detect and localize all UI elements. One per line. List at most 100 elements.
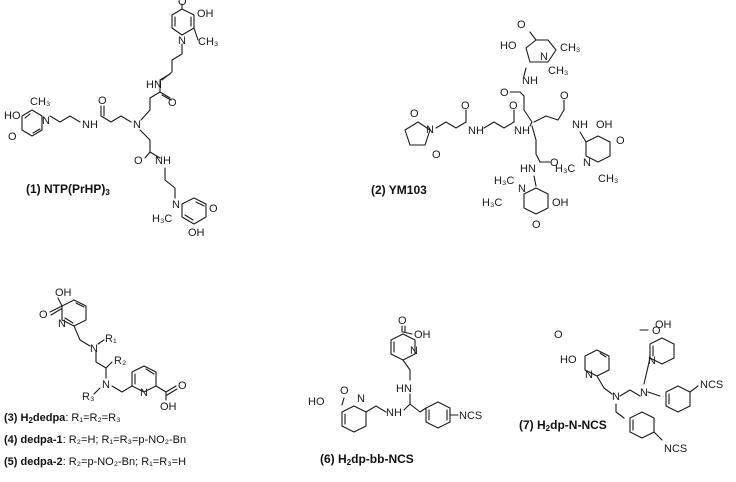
svg-text:N: N <box>42 115 50 127</box>
svg-text:O: O <box>39 309 48 321</box>
svg-text:O: O <box>209 203 218 215</box>
r-group-definition: : R₁=R₂=R₃ <box>65 412 121 424</box>
svg-text:N: N <box>172 199 180 211</box>
svg-text:N: N <box>585 369 593 381</box>
legend-line-5: (5) dedpa-2: R₂=p-NO₂-Bn; R₁=R₃=H <box>4 456 186 468</box>
svg-text:N: N <box>58 318 66 330</box>
svg-text:R₂: R₂ <box>114 355 126 367</box>
svg-text:OH: OH <box>552 197 569 209</box>
svg-text:O: O <box>517 19 526 31</box>
svg-text:N: N <box>648 355 656 367</box>
svg-text:CH₃: CH₃ <box>198 36 218 48</box>
svg-text:N: N <box>612 391 620 403</box>
svg-text:O: O <box>340 385 349 397</box>
svg-text:HO: HO <box>308 396 325 408</box>
svg-text:O: O <box>98 95 107 107</box>
svg-text:H₃C: H₃C <box>152 213 172 225</box>
svg-text:N: N <box>540 51 548 63</box>
svg-text:HO: HO <box>500 40 517 52</box>
svg-text:HO: HO <box>560 354 577 366</box>
svg-text:O: O <box>461 100 470 112</box>
compound-name-suffix: dp-bb-NCS <box>351 452 414 466</box>
svg-text:NH: NH <box>468 125 484 137</box>
svg-text:O: O <box>554 329 563 341</box>
svg-text:HN: HN <box>146 79 162 91</box>
svg-text:NCS: NCS <box>664 443 687 455</box>
svg-text:O: O <box>550 157 559 169</box>
compound-name: dedpa-2 <box>20 456 63 468</box>
compound-name-suffix: dedpa <box>32 412 66 424</box>
svg-text:O: O <box>178 380 187 392</box>
svg-text:OH: OH <box>655 319 672 331</box>
compound-name-prefix: H <box>537 418 546 432</box>
structure-dedpa-scaffold: OH O N N R₁ R₂ N R₃ N O OH <box>39 287 187 413</box>
svg-text:NH: NH <box>522 75 538 87</box>
svg-text:N: N <box>178 35 186 47</box>
compound-name: dedpa-1 <box>20 434 63 446</box>
r-group-definition: : R₂=H; R₁=R₃=p-NO₂-Bn <box>62 434 187 446</box>
svg-text:N: N <box>140 387 148 399</box>
compound-number: (4) <box>4 434 21 446</box>
svg-text:HN: HN <box>396 383 412 395</box>
svg-text:OH: OH <box>596 119 613 131</box>
structure-ym103: N O O O NH O NH O NH N HO O CH₃ CH₃ O NH… <box>404 19 625 231</box>
svg-text:N: N <box>133 119 141 131</box>
svg-text:CH₃: CH₃ <box>30 96 50 108</box>
compound-subscript: 2 <box>28 416 33 425</box>
svg-text:NCS: NCS <box>459 410 482 422</box>
svg-text:H₃C: H₃C <box>555 163 575 175</box>
svg-text:O: O <box>8 131 17 143</box>
compound-subscript: 3 <box>105 188 110 197</box>
svg-text:HO: HO <box>4 110 21 122</box>
svg-text:O: O <box>398 315 407 327</box>
compound-name: (2) YM103 <box>371 183 427 197</box>
svg-text:O: O <box>616 135 625 147</box>
svg-text:N: N <box>410 345 418 357</box>
structure-h2dp-bb-ncs: O OH N HN NCS NH N O HO <box>308 315 482 433</box>
svg-text:CH₃: CH₃ <box>598 173 618 185</box>
svg-text:O: O <box>532 219 541 231</box>
svg-text:N: N <box>518 183 526 195</box>
compound-name-prefix: H <box>20 412 29 424</box>
compound-name: NTP(PrHP) <box>44 182 106 196</box>
compound-label-7: (7) H2dp-N-NCS <box>519 418 607 433</box>
svg-text:NH: NH <box>386 407 402 419</box>
compound-label-6: (6) H2dp-bb-NCS <box>320 452 414 467</box>
svg-text:NH: NH <box>572 119 588 131</box>
svg-text:NH: NH <box>514 125 530 137</box>
svg-text:N: N <box>102 379 110 391</box>
svg-text:HN: HN <box>520 163 536 175</box>
svg-text:OH: OH <box>197 8 214 20</box>
svg-text:O: O <box>432 149 441 161</box>
compound-number: (1) <box>26 182 44 196</box>
svg-text:N: N <box>90 343 98 355</box>
svg-text:NH: NH <box>82 119 98 131</box>
svg-text:N: N <box>357 393 365 405</box>
svg-text:O: O <box>134 155 143 167</box>
svg-text:N: N <box>583 157 591 169</box>
svg-text:O: O <box>652 325 661 337</box>
svg-text:H₃C: H₃C <box>494 175 514 187</box>
structure-h2dp-n-ncs: OH O O HO N N N N NCS NCS <box>554 319 723 455</box>
svg-text:O: O <box>500 87 509 99</box>
svg-text:N: N <box>640 387 648 399</box>
svg-text:O: O <box>509 100 518 112</box>
svg-text:O: O <box>410 108 419 120</box>
svg-text:NH: NH <box>155 155 171 167</box>
svg-text:CH₃: CH₃ <box>548 65 568 77</box>
compound-number: (5) <box>4 456 21 468</box>
svg-text:H₃C: H₃C <box>482 197 502 209</box>
svg-text:N: N <box>426 124 434 136</box>
svg-text:OH: OH <box>414 329 431 341</box>
svg-text:O: O <box>560 90 569 102</box>
legend-line-4: (4) dedpa-1: R₂=H; R₁=R₃=p-NO₂-Bn <box>4 434 186 446</box>
svg-text:OH: OH <box>160 401 177 413</box>
svg-text:OH: OH <box>55 287 72 299</box>
svg-text:R₃: R₃ <box>82 391 94 403</box>
svg-text:CH₃: CH₃ <box>560 42 580 54</box>
r-group-definition: : R₂=p-NO₂-Bn; R₁=R₃=H <box>62 456 187 468</box>
structure-ntp-prhp3: N O HN N O OH CH₃ O NH N CH₃ HO O <box>4 0 218 239</box>
compound-subscript: 2 <box>545 424 551 433</box>
compound-number: (3) <box>4 412 21 424</box>
